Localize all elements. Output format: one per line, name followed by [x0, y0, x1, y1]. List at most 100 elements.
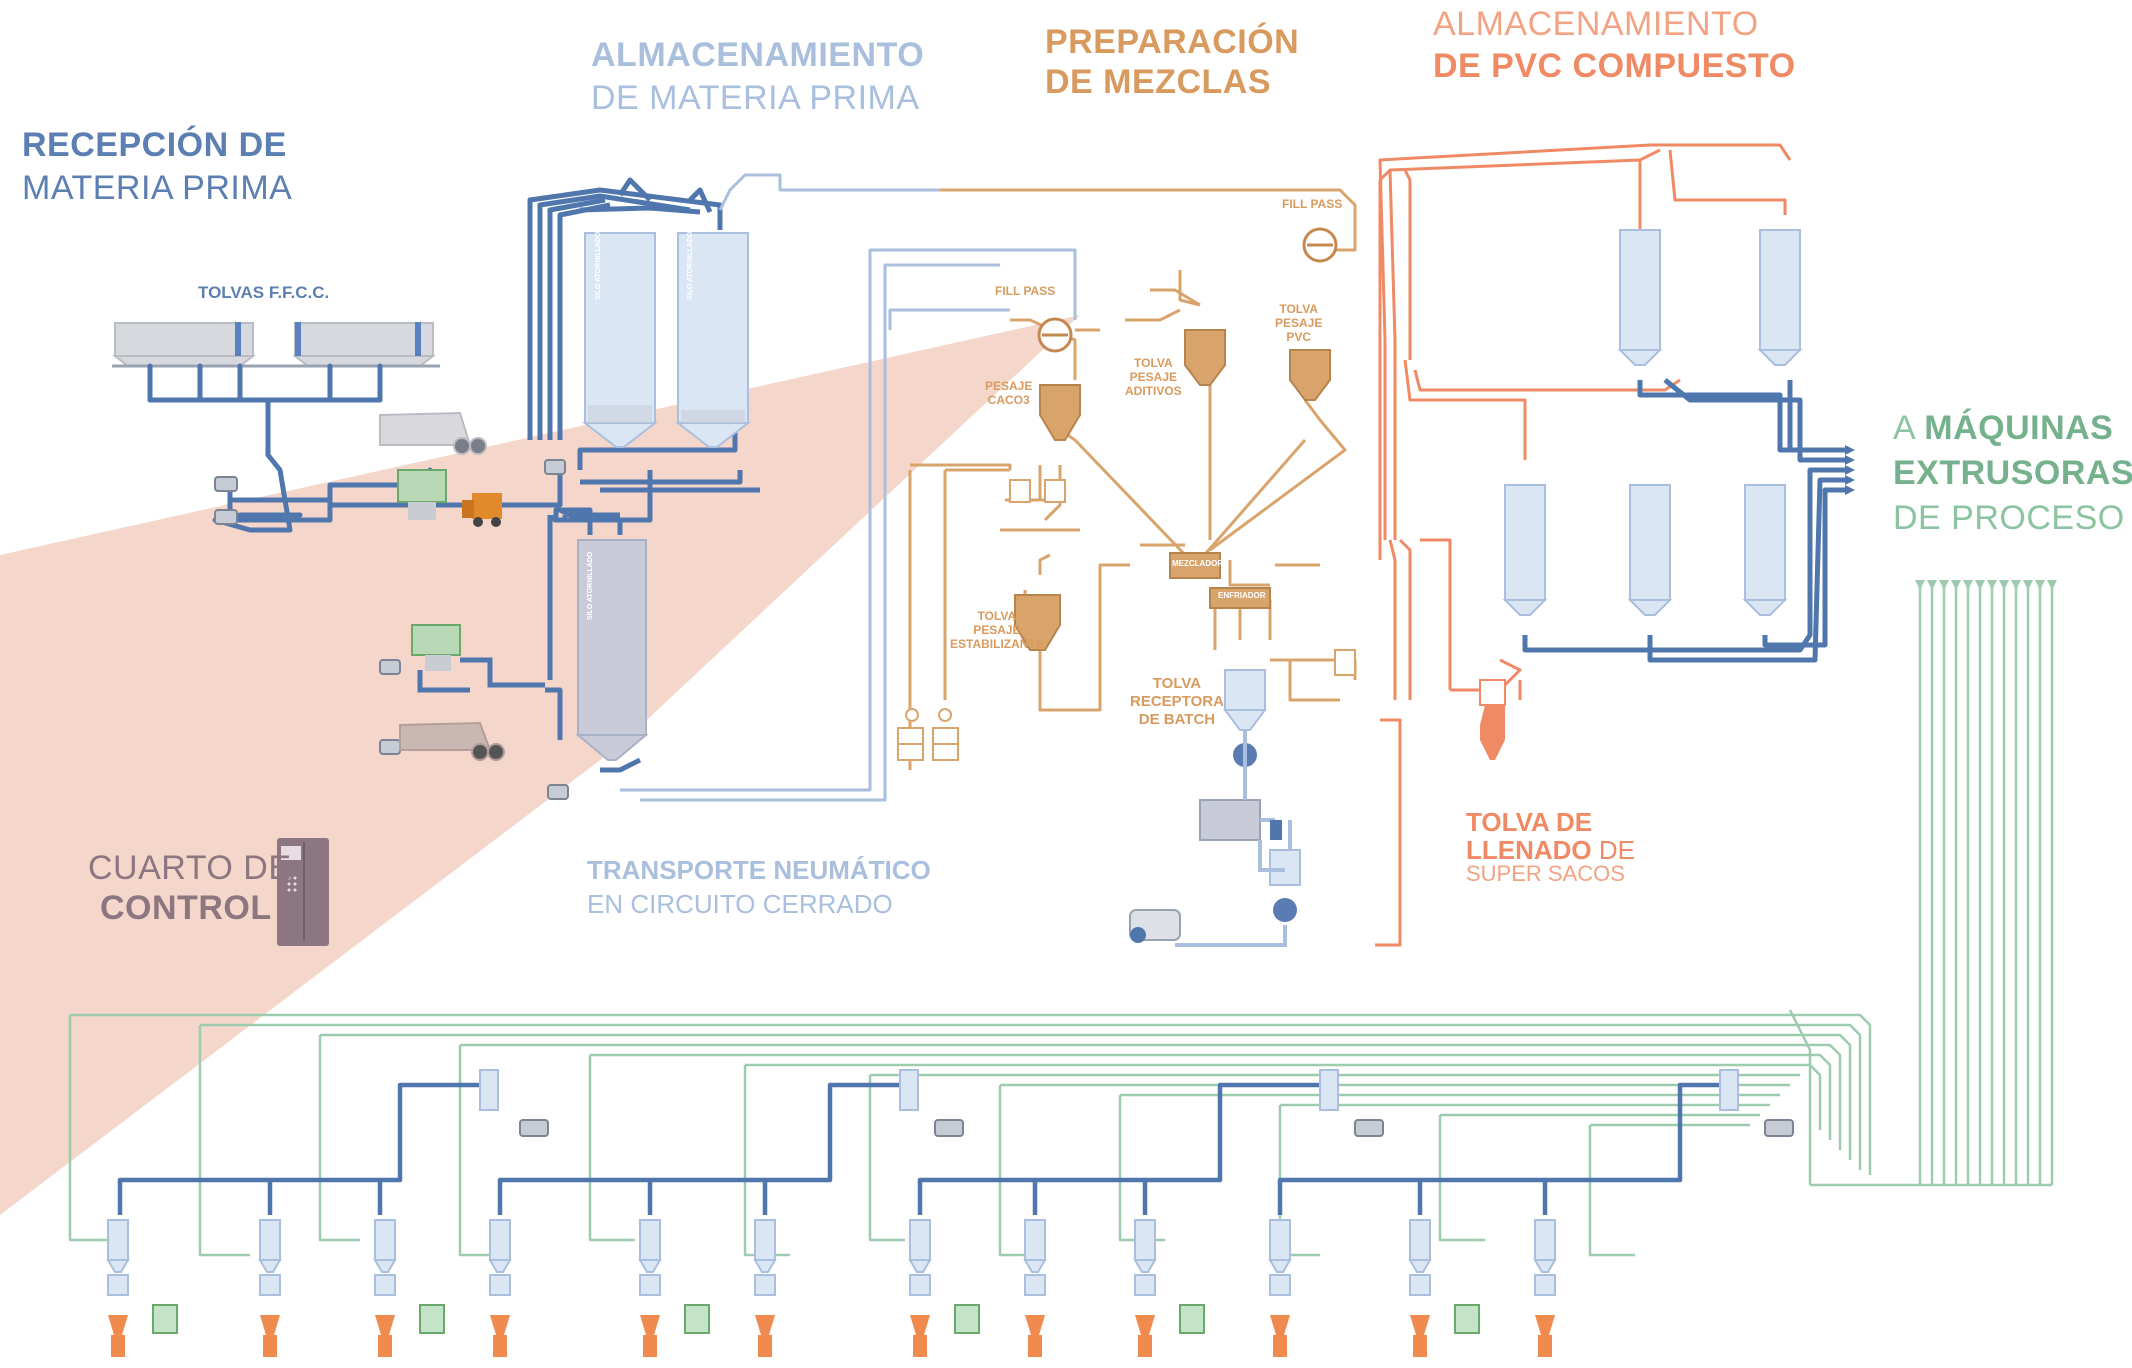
- heading-recepcion-line2: MATERIA PRIMA: [22, 169, 293, 207]
- extruder-unit: [1533, 1219, 1557, 1357]
- batch-blue-accents: [1270, 820, 1282, 840]
- extruder-unit: [488, 1219, 512, 1357]
- heading-preparacion-line1: PREPARACIÓN: [1045, 23, 1300, 61]
- heading-tolva-llenado-line2: LLENADO DE: [1466, 836, 1635, 864]
- heading-cuarto-line2: CONTROL: [100, 889, 272, 927]
- heading-almacenamiento-pvc-line2: DE PVC COMPUESTO: [1433, 47, 1796, 85]
- closed-loop-conveying-lines: [620, 173, 1077, 802]
- heading-tolva-llenado-de: DE: [1591, 835, 1636, 865]
- silo-3-label: SILO ATORNILLADO: [587, 551, 594, 620]
- label-fill-pass-1: FILL PASS: [995, 284, 1056, 298]
- heading-cuarto-line1: CUARTO DE: [88, 849, 292, 887]
- extruder-unit: [908, 1219, 980, 1357]
- label-tolva-pvc-1: TOLVA: [1279, 302, 1319, 316]
- dump-station-2: [411, 624, 461, 671]
- pvc-piping: [1375, 143, 1792, 947]
- silo-2-label: SILO ATORNILLADO: [687, 231, 694, 300]
- mixing-detail-boxes: [897, 479, 1356, 761]
- rail-hopper-cars: [112, 322, 436, 367]
- heading-maquinas-prefix: A: [1893, 409, 1925, 447]
- label-pesaje-caco3-1: PESAJE: [985, 379, 1033, 393]
- heading-maquinas-line1: A MÁQUINAS: [1893, 410, 2113, 447]
- extruder-units: [106, 1219, 1557, 1357]
- heading-maquinas-bold: MÁQUINAS: [1924, 409, 2114, 447]
- raw-material-conveying-piping: [527, 177, 760, 523]
- extruder-unit: [1268, 1219, 1292, 1357]
- heading-transporte-line1: TRANSPORTE NEUMÁTICO: [587, 855, 931, 885]
- heading-maquinas-line2: EXTRUSORAS: [1893, 454, 2132, 492]
- super-sack-hopper: [1479, 679, 1506, 760]
- label-tolva-estab-3: ESTABILIZANTE: [950, 636, 1044, 651]
- extruder-unit: [106, 1219, 178, 1357]
- silo-2: [675, 232, 751, 448]
- label-tolva-estab-2: PESAJE: [973, 622, 1021, 637]
- silo-3-piping: [545, 507, 642, 773]
- extruder-blowers: [519, 1119, 1794, 1137]
- arrows-to-extruders: [1845, 445, 1855, 495]
- extruder-arrows: [1915, 580, 2057, 590]
- weigh-hopper-pvc: [1289, 349, 1331, 401]
- weigh-hopper-aditivos: [1184, 329, 1226, 386]
- forklift: [462, 493, 502, 527]
- label-tolva-aditivos-2: PESAJE: [1129, 369, 1178, 384]
- label-mezclador: MEZCLADOR: [1172, 559, 1224, 568]
- dump-station-1: [397, 469, 447, 520]
- control-room-beam: [0, 315, 1080, 1215]
- label-tolva-batch-1: TOLVA: [1152, 675, 1202, 692]
- extruder-feed-headers: [68, 580, 2054, 1257]
- label-enfriador: ENFRIADOR: [1218, 591, 1266, 600]
- heading-tolva-llenado-bold: LLENADO: [1466, 835, 1592, 865]
- label-tolva-pvc-2: PESAJE: [1275, 315, 1323, 330]
- mixer-body: [1169, 552, 1221, 579]
- pvc-conveying-piping: [1522, 378, 1845, 663]
- heading-almacenamiento-pvc-line1: ALMACENAMIENTO: [1433, 5, 1759, 43]
- dump-station-piping: [417, 657, 545, 693]
- label-tolva-aditivos-3: ADITIVOS: [1125, 383, 1182, 398]
- silo-3: [575, 539, 649, 761]
- batch-piping: [1175, 730, 1292, 947]
- silo-1: [582, 232, 658, 448]
- extruder-unit: [373, 1219, 445, 1357]
- label-tolvas-ffcc: TOLVAS F.F.C.C.: [198, 283, 330, 302]
- fill-pass-valves: [1037, 227, 1338, 353]
- heading-transporte-line2: EN CIRCUITO CERRADO: [587, 889, 893, 919]
- extruder-unit: [1408, 1219, 1480, 1357]
- extruder-unit: [753, 1219, 777, 1357]
- label-tolva-pvc-3: PVC: [1286, 329, 1312, 344]
- extruder-overhead-hoppers: [479, 1069, 1739, 1111]
- heading-recepcion-line1: RECEPCIÓN DE: [22, 126, 287, 164]
- weigh-hopper-caco3: [1039, 384, 1081, 441]
- label-pesaje-caco3-2: CACO3: [987, 392, 1030, 407]
- label-tolva-batch-3: DE BATCH: [1138, 711, 1216, 728]
- silo-1-label: SILO ATORNILLADO: [595, 231, 602, 300]
- bulk-trailer-1: [379, 411, 487, 455]
- silo-labels: SILO ATORNILLADO SILO ATORNILLADO SILO A…: [587, 231, 694, 620]
- pvc-silos: [1502, 229, 1803, 616]
- extruder-unit: [638, 1219, 710, 1357]
- label-tolva-estab-1: TOLVA: [977, 609, 1017, 623]
- bulk-trailer-2: [399, 721, 505, 761]
- weigh-hopper-estabilizante: [1014, 594, 1061, 651]
- heading-maquinas-line3: DE PROCESO: [1893, 499, 2125, 537]
- label-tolva-batch-2: RECEPTORA: [1130, 693, 1224, 710]
- rail-hopper-accents: [235, 322, 421, 356]
- blower-group-reception: [214, 459, 569, 800]
- extruder-unit: [258, 1219, 282, 1357]
- heading-almacenamiento-mp-line2: DE MATERIA PRIMA: [591, 79, 920, 117]
- batch-receiver: [1129, 669, 1301, 943]
- label-tolva-aditivos-1: TOLVA: [1134, 356, 1173, 370]
- heading-preparacion-line2: DE MEZCLAS: [1045, 63, 1271, 101]
- mixing-equipment: [1014, 329, 1331, 651]
- heading-almacenamiento-mp-line1: ALMACENAMIENTO: [591, 36, 925, 74]
- extruder-unit: [1023, 1219, 1047, 1357]
- label-fill-pass-2: FILL PASS: [1282, 197, 1343, 211]
- cooler-body: [1209, 587, 1271, 609]
- extruder-unit: [1133, 1219, 1205, 1357]
